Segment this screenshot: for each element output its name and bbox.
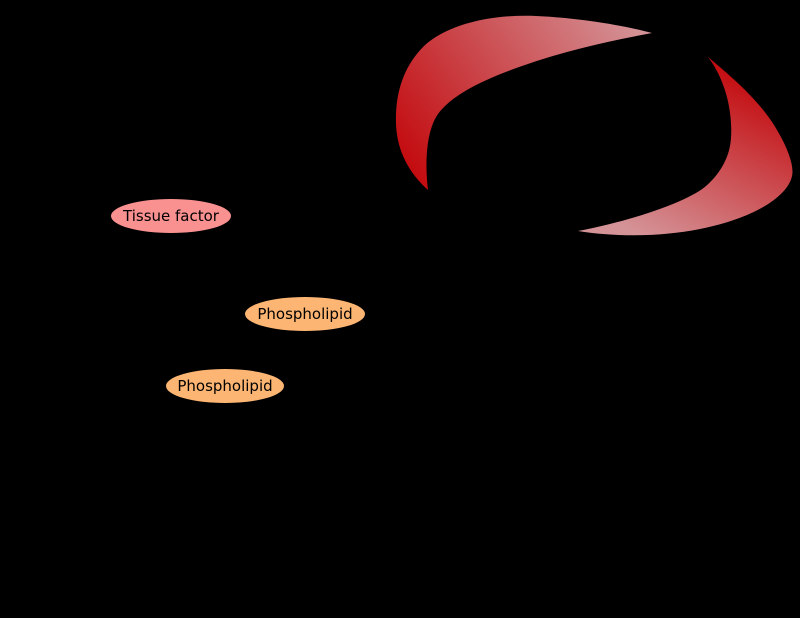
phospholipid-node-1: Phospholipid	[245, 297, 365, 331]
cycle-arrow-upper-crescent	[395, 15, 652, 190]
phospholipid-label-2: Phospholipid	[177, 377, 272, 395]
cycle-arrow-lower-crescent	[578, 57, 793, 236]
phospholipid-ellipse-2	[166, 369, 284, 403]
phospholipid-ellipse-1	[245, 297, 365, 331]
tissue-factor-label: Tissue factor	[122, 207, 220, 225]
tissue-factor-node: Tissue factor	[111, 199, 231, 233]
tissue-factor-ellipse	[111, 199, 231, 233]
phospholipid-label-1: Phospholipid	[257, 305, 352, 323]
phospholipid-node-2: Phospholipid	[166, 369, 284, 403]
